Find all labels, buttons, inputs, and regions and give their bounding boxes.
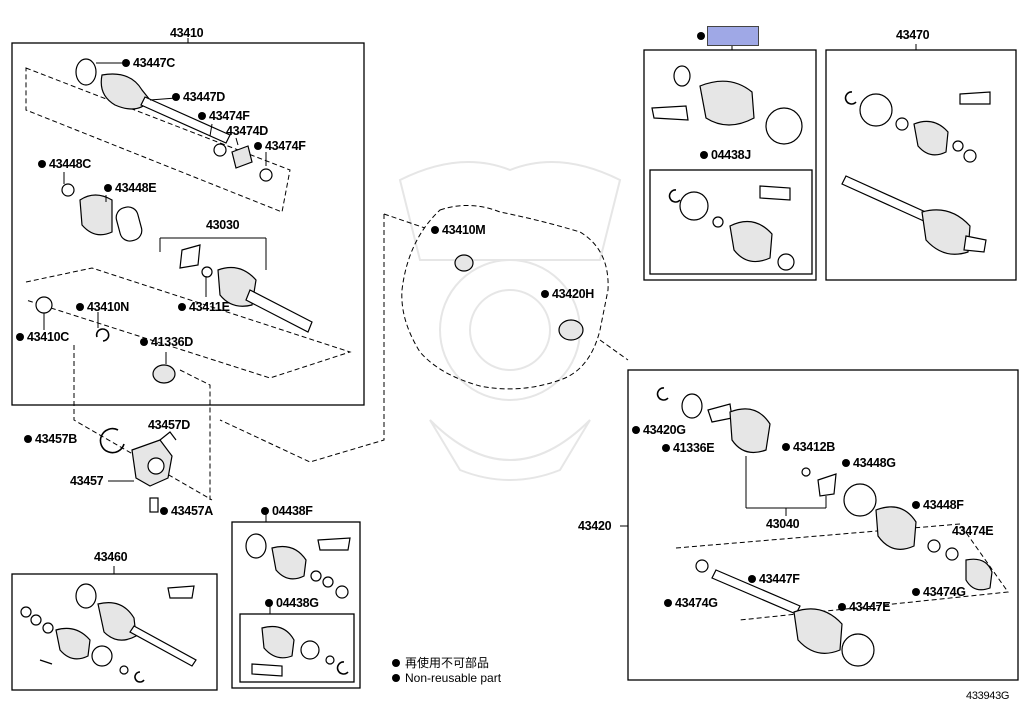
label-part-43420H[interactable]: 43420H [541,287,594,301]
label-part-43411E[interactable]: 43411E [178,300,230,314]
legend-bullet-icon [392,674,400,682]
label-group-43460[interactable]: 43460 [94,550,128,564]
part-drawing-43410 [35,58,313,384]
label-part-43474E[interactable]: 43474E [952,524,994,538]
highlighted-part-number-box[interactable] [707,26,759,46]
label-part-43474F-2[interactable]: 43474F [254,139,306,153]
group-highlight-box [643,44,817,281]
label-group-43040[interactable]: 43040 [766,517,800,531]
label-part-43448C[interactable]: 43448C [38,157,91,171]
label-part-41336E[interactable]: 41336E [662,441,715,455]
label-part-43447E[interactable]: 43447E [838,600,891,614]
label-part-43410N[interactable]: 43410N [76,300,129,314]
group-43420-box [620,369,1019,681]
label-group-43410[interactable]: 43410 [170,26,204,40]
figure-id: 433943G [966,690,1010,702]
label-group-43420[interactable]: 43420 [578,519,612,533]
label-group-43470[interactable]: 43470 [896,28,930,42]
legend-bullet-icon [392,659,400,667]
label-group-04438J[interactable]: 04438J [700,148,751,162]
group-43470-box [825,44,1017,281]
legend-english: Non-reusable part [392,671,501,685]
label-part-43457D[interactable]: 43457D [148,418,190,432]
legend-japanese: 再使用不可部品 [392,654,489,671]
label-part-43447C[interactable]: 43447C [122,56,175,70]
label-part-43448E[interactable]: 43448E [104,181,157,195]
label-part-43474G-2[interactable]: 43474G [664,596,718,610]
label-part-43410C[interactable]: 43410C [16,330,69,344]
group-04438F-box [231,514,361,689]
label-part-43447F[interactable]: 43447F [748,572,800,586]
label-part-43420G[interactable]: 43420G [632,423,686,437]
label-group-43030[interactable]: 43030 [206,218,240,232]
label-group-04438G[interactable]: 04438G [265,596,319,610]
transmission-outline [219,205,629,463]
group-43410-box [11,38,365,406]
legend-japanese-text: 再使用不可部品 [405,656,490,670]
watermark-logo [398,161,622,481]
label-part-43474G-1[interactable]: 43474G [912,585,966,599]
label-part-43410M[interactable]: 43410M [431,223,486,237]
label-part-43457A[interactable]: 43457A [160,504,213,518]
label-part-43448F[interactable]: 43448F [912,498,964,512]
label-group-04438F[interactable]: 04438F [261,504,313,518]
highlight-bullet [697,29,708,43]
label-part-43474D[interactable]: 43474D [226,124,268,138]
group-43460-box [11,566,218,691]
label-part-41336D[interactable]: 41336D [140,335,193,349]
label-part-43457B[interactable]: 43457B [24,432,77,446]
legend-english-text: Non-reusable part [405,671,502,685]
label-part-43474F-1[interactable]: 43474F [198,109,250,123]
label-part-43412B[interactable]: 43412B [782,440,835,454]
label-part-43448G[interactable]: 43448G [842,456,896,470]
label-group-43457[interactable]: 43457 [70,474,104,488]
label-part-43447D[interactable]: 43447D [172,90,225,104]
group-43457-lines [73,345,213,513]
